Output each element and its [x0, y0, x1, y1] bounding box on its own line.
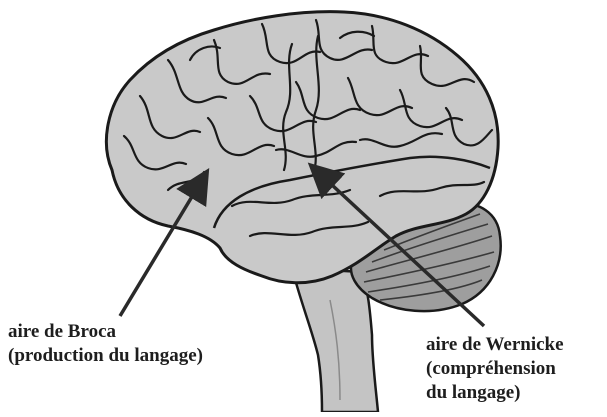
broca-label-line1: aire de Broca	[8, 320, 203, 344]
broca-area-label: aire de Broca (production du langage)	[8, 320, 203, 368]
wernicke-label-line1: aire de Wernicke	[426, 333, 564, 357]
wernicke-area-label: aire de Wernicke (compréhension du langa…	[426, 333, 564, 405]
wernicke-label-line3: du langage)	[426, 381, 564, 405]
broca-label-line2: (production du langage)	[8, 344, 203, 368]
wernicke-label-line2: (compréhension	[426, 357, 564, 381]
